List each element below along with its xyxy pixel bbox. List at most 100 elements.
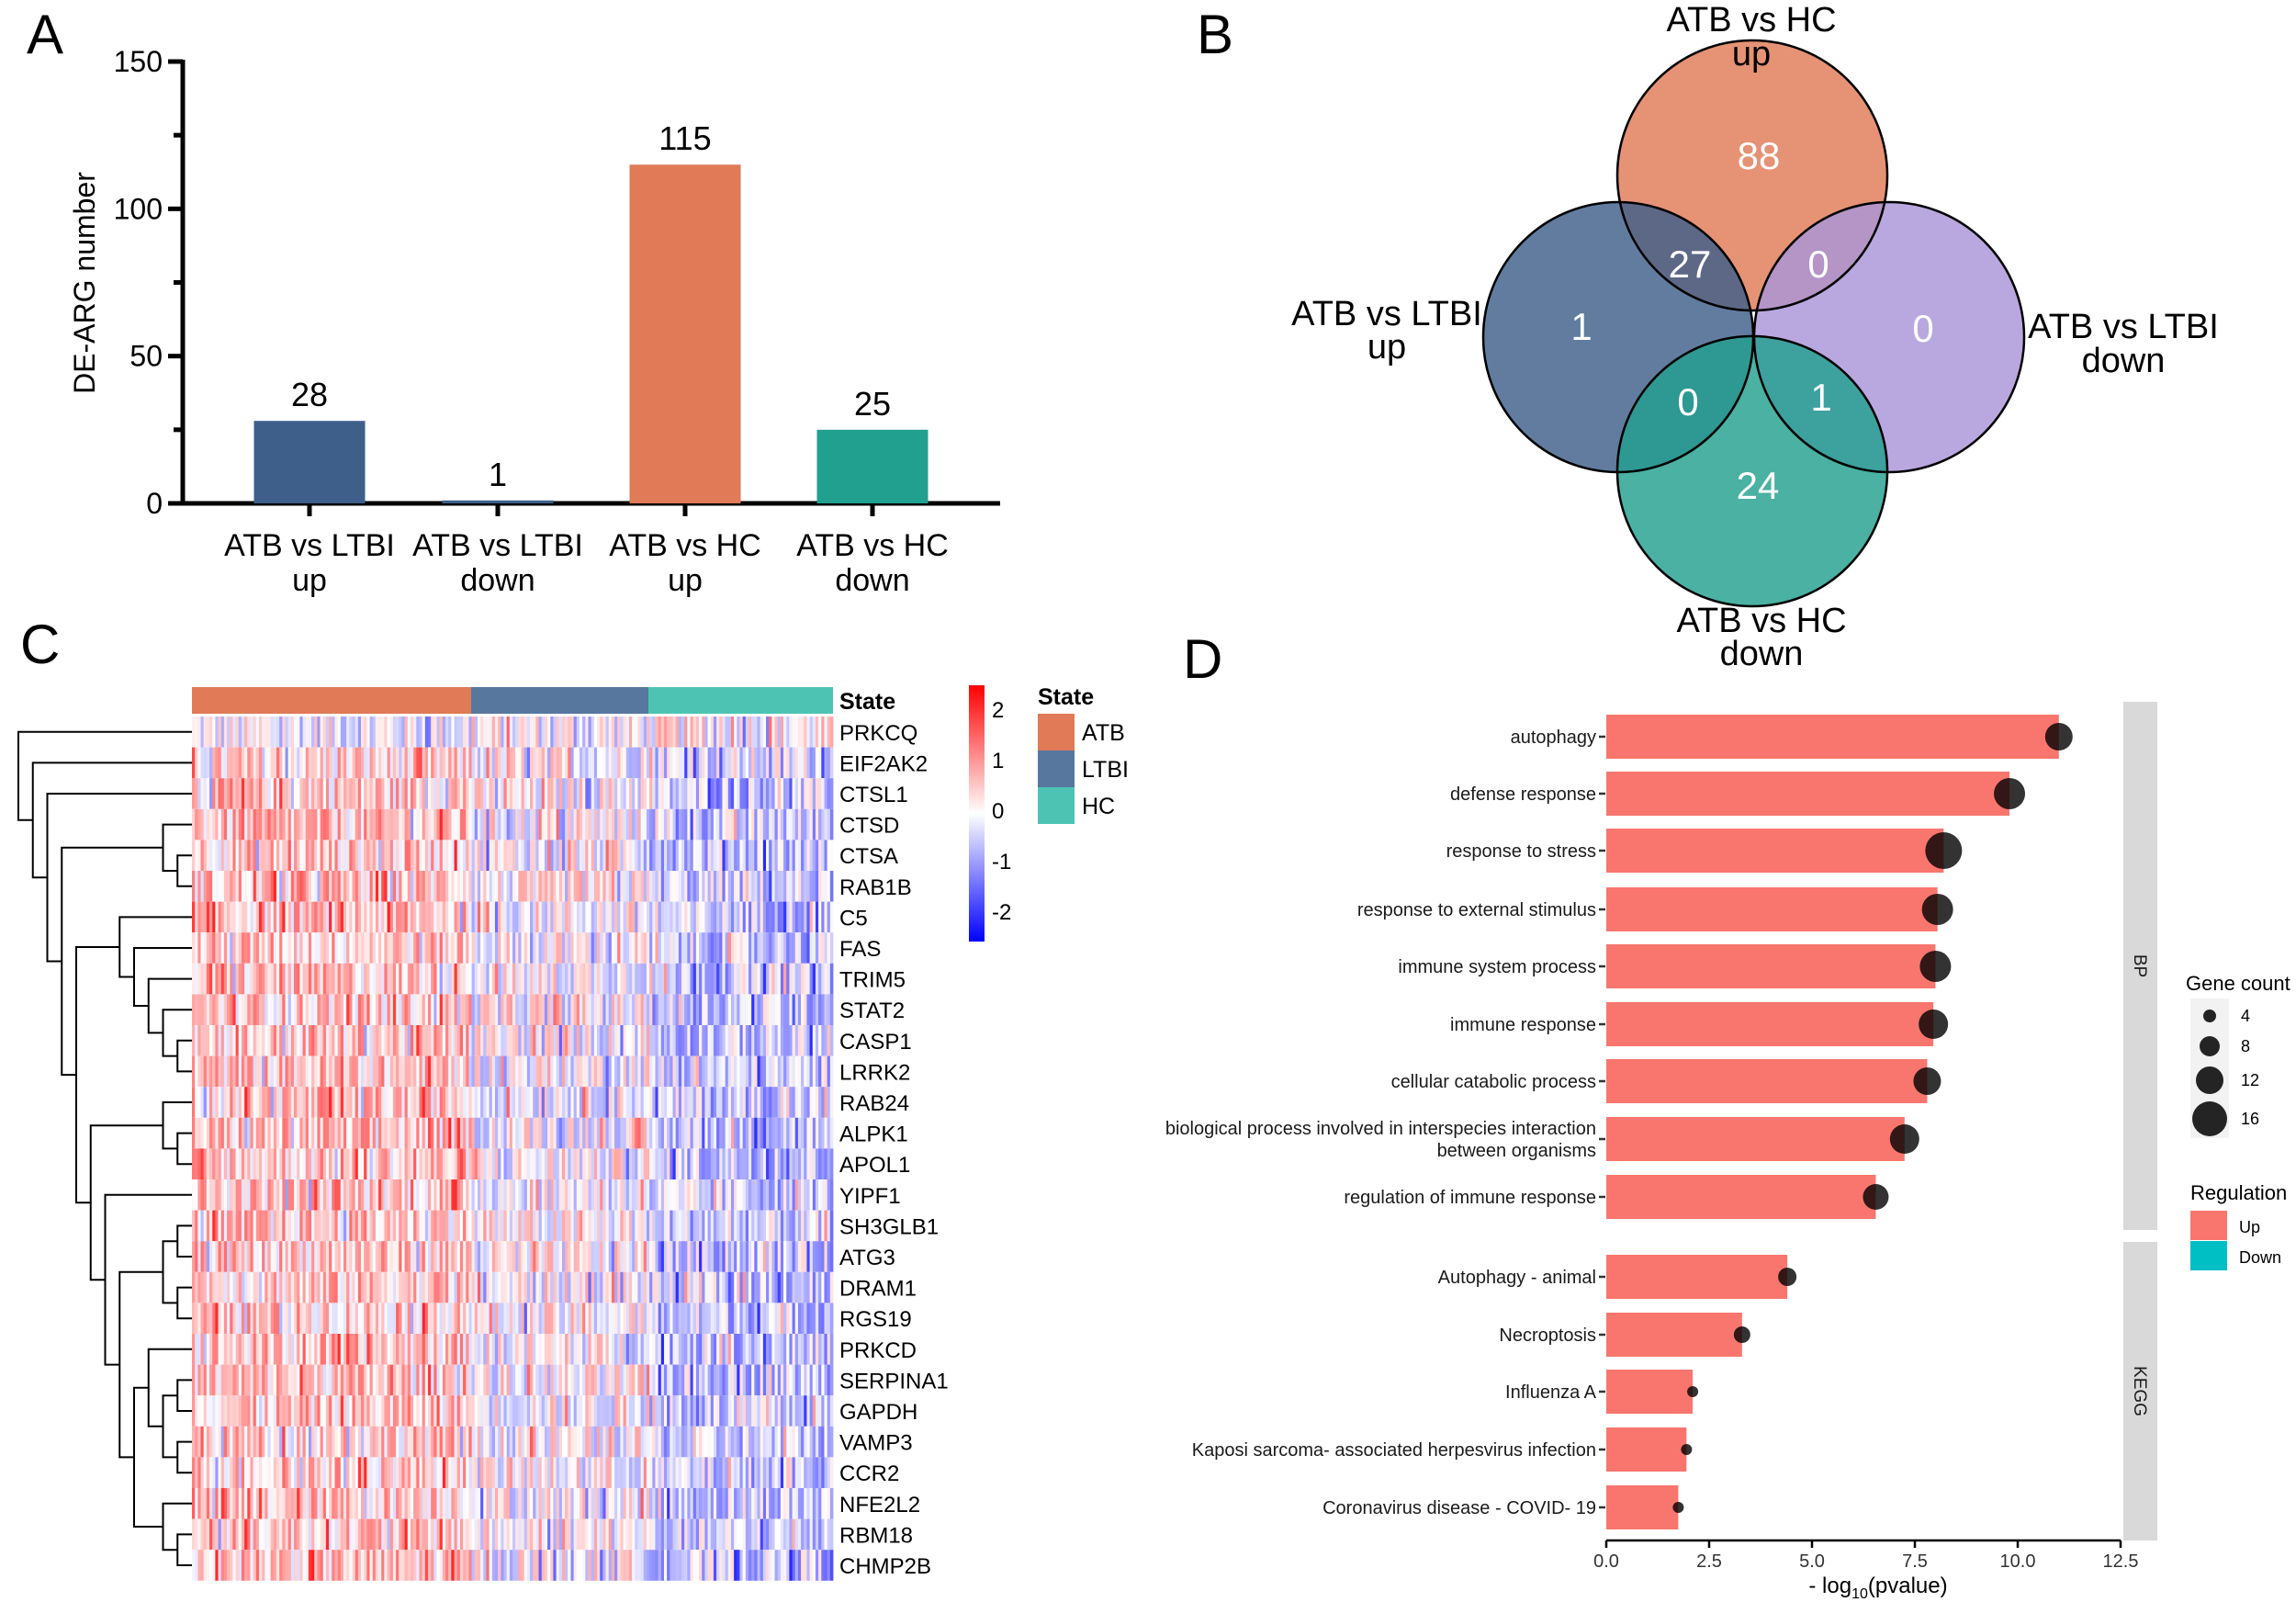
heatmap-cell bbox=[297, 1241, 300, 1272]
heatmap-cell bbox=[593, 808, 598, 840]
heatmap-cell bbox=[375, 932, 379, 964]
heatmap-cell bbox=[468, 1087, 472, 1118]
heatmap-cell bbox=[547, 1025, 551, 1056]
heatmap-cell bbox=[343, 932, 347, 964]
heatmap-cell bbox=[588, 1179, 592, 1211]
heatmap-cell bbox=[678, 963, 682, 995]
heatmap-cell bbox=[227, 994, 231, 1025]
heatmap-cell bbox=[396, 871, 400, 902]
heatmap-cell bbox=[646, 932, 650, 964]
heatmap-cell bbox=[334, 1055, 339, 1088]
heatmap-cell bbox=[628, 1025, 633, 1056]
heatmap-cell bbox=[628, 1364, 633, 1396]
heatmap-cell bbox=[804, 1334, 807, 1365]
heatmap-cell bbox=[311, 1334, 315, 1365]
heatmap-cell bbox=[605, 1148, 610, 1179]
heatmap-cell bbox=[427, 1055, 432, 1088]
heatmap-cell bbox=[267, 963, 272, 995]
heatmap-cell bbox=[232, 1334, 236, 1365]
heatmap-cell bbox=[797, 932, 802, 964]
heatmap-cell bbox=[253, 1303, 257, 1334]
heatmap-cell bbox=[748, 1087, 752, 1118]
heatmap-cell bbox=[774, 1179, 779, 1211]
heatmap-cell bbox=[297, 1303, 300, 1334]
heatmap-cell bbox=[725, 901, 729, 933]
heatmap-cell bbox=[501, 808, 504, 840]
heatmap-cell bbox=[287, 1055, 292, 1088]
heatmap-cell bbox=[285, 1303, 289, 1334]
heatmap-cell bbox=[727, 1271, 732, 1303]
heatmap-cell bbox=[250, 747, 254, 779]
heatmap-cell bbox=[232, 747, 236, 779]
heatmap-cell bbox=[305, 1210, 310, 1242]
heatmap-cell bbox=[801, 1179, 805, 1211]
heatmap-cell bbox=[535, 901, 539, 933]
heatmap-cell bbox=[203, 1025, 208, 1056]
heatmap-cell bbox=[742, 747, 747, 779]
heatmap-cell bbox=[620, 994, 624, 1025]
heatmap-cell bbox=[769, 1334, 772, 1365]
heatmap-cell bbox=[806, 840, 811, 871]
heatmap-cell bbox=[384, 1055, 388, 1088]
heatmap-cell bbox=[218, 932, 222, 964]
heatmap-cell bbox=[270, 1303, 275, 1334]
heatmap-cell bbox=[530, 808, 534, 840]
heatmap-cell bbox=[212, 1303, 216, 1334]
heatmap-cell bbox=[821, 747, 825, 779]
heatmap-cell bbox=[474, 1334, 478, 1365]
heatmap-cell bbox=[690, 1334, 694, 1365]
heatmap-cell bbox=[442, 932, 446, 964]
heatmap-cell bbox=[804, 1303, 807, 1334]
heatmap-cell bbox=[593, 840, 598, 871]
heatmap-cell bbox=[801, 1055, 805, 1088]
heatmap-cell bbox=[538, 1364, 543, 1396]
heatmap-cell bbox=[212, 747, 216, 779]
heatmap-cell bbox=[332, 1303, 335, 1334]
heatmap-cell bbox=[521, 1271, 525, 1303]
heatmap-cell bbox=[570, 1334, 575, 1365]
heatmap-cell bbox=[384, 1117, 388, 1149]
heatmap-cell bbox=[436, 1210, 441, 1242]
heatmap-cell bbox=[501, 716, 504, 748]
heatmap-cell bbox=[672, 1087, 677, 1118]
heatmap-cell bbox=[346, 901, 350, 933]
heatmap-cell bbox=[760, 994, 764, 1025]
heatmap-cell bbox=[297, 840, 300, 871]
heatmap-cell bbox=[623, 1025, 627, 1056]
heatmap-cell bbox=[591, 1179, 595, 1211]
heatmap-cell bbox=[739, 1179, 744, 1211]
heatmap-cell bbox=[195, 901, 198, 933]
heatmap-cell bbox=[352, 747, 356, 779]
heatmap-cell bbox=[197, 1055, 201, 1088]
heatmap-cell bbox=[454, 1087, 458, 1118]
y-tick-label: 150 bbox=[114, 45, 163, 78]
heatmap-cell bbox=[530, 1303, 534, 1334]
heatmap-cell bbox=[372, 901, 377, 933]
heatmap-cell bbox=[789, 1117, 793, 1149]
heatmap-cell bbox=[544, 1364, 548, 1396]
heatmap-cell bbox=[445, 1241, 449, 1272]
heatmap-cell bbox=[200, 1210, 205, 1242]
heatmap-cell bbox=[506, 747, 511, 779]
heatmap-cell bbox=[704, 1210, 708, 1242]
heatmap-cell bbox=[806, 747, 811, 779]
heatmap-cell bbox=[605, 1117, 610, 1149]
heatmap-cell bbox=[561, 963, 566, 995]
heatmap-cell bbox=[290, 994, 295, 1025]
heatmap-cell bbox=[212, 1179, 216, 1211]
heatmap-cell bbox=[652, 871, 656, 902]
heatmap-cell bbox=[276, 1334, 280, 1365]
heatmap-cell bbox=[521, 871, 525, 902]
heatmap-cell bbox=[389, 994, 394, 1025]
heatmap-cell bbox=[322, 1334, 327, 1365]
heatmap-cell bbox=[364, 871, 367, 902]
heatmap-cell bbox=[340, 963, 344, 995]
heatmap-cell bbox=[404, 1148, 409, 1179]
heatmap-cell bbox=[498, 747, 501, 779]
heatmap-cell bbox=[780, 716, 784, 748]
heatmap-cell bbox=[573, 1241, 578, 1272]
heatmap-cell bbox=[427, 901, 432, 933]
heatmap-cell bbox=[302, 901, 307, 933]
heatmap-cell bbox=[346, 1025, 350, 1056]
heatmap-cell bbox=[591, 1055, 595, 1088]
